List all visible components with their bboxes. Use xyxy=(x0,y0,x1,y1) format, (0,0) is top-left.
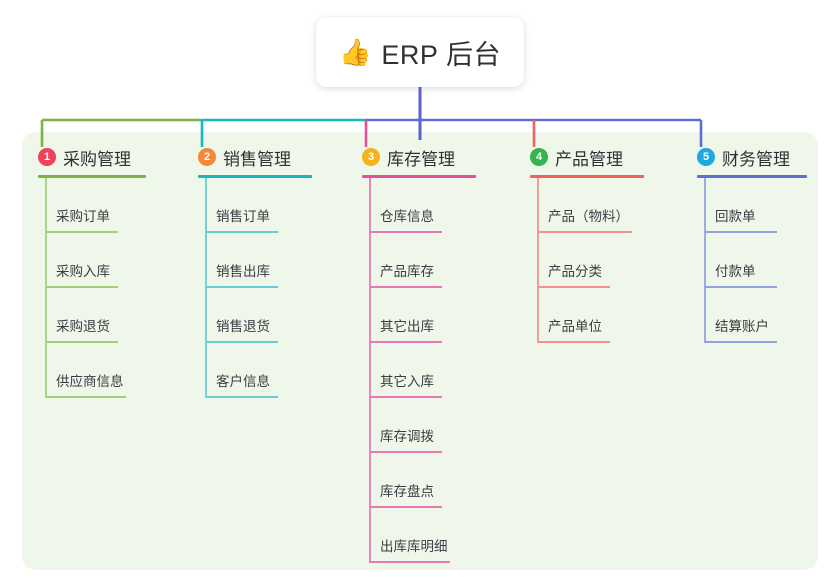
leaf-item[interactable]: 采购入库 xyxy=(38,233,146,288)
column-header-2[interactable]: 2 销售管理 xyxy=(198,145,312,169)
leaf-item[interactable]: 库存调拨 xyxy=(362,398,476,453)
leaf-item[interactable]: 结算账户 xyxy=(697,288,807,343)
leaf-underline xyxy=(46,341,118,343)
leaf-item[interactable]: 销售退货 xyxy=(198,288,312,343)
root-title: ERP 后台 xyxy=(381,39,501,70)
leaf-item[interactable]: 产品单位 xyxy=(530,288,644,343)
column-header-label: 销售管理 xyxy=(223,149,291,169)
leaf-underline xyxy=(705,286,777,288)
leaf-label: 采购入库 xyxy=(56,264,110,279)
leaf-item[interactable]: 销售出库 xyxy=(198,233,312,288)
leaf-item[interactable]: 销售订单 xyxy=(198,178,312,233)
leaf-underline xyxy=(206,231,278,233)
column-badge-3: 3 xyxy=(362,148,380,166)
leaf-label: 产品单位 xyxy=(548,319,602,334)
leaf-underline xyxy=(705,341,777,343)
column-header-3[interactable]: 3 库存管理 xyxy=(362,145,476,169)
leaf-underline xyxy=(370,286,442,288)
leaf-item[interactable]: 其它入库 xyxy=(362,343,476,398)
leaf-item[interactable]: 产品库存 xyxy=(362,233,476,288)
column-header-label: 产品管理 xyxy=(555,149,623,169)
leaf-label: 销售订单 xyxy=(216,209,270,224)
column-header-1[interactable]: 1 采购管理 xyxy=(38,145,146,169)
leaf-item[interactable]: 采购退货 xyxy=(38,288,146,343)
column-badge-1: 1 xyxy=(38,148,56,166)
column-2: 2 销售管理销售订单销售出库销售退货客户信息 xyxy=(198,145,312,398)
leaf-underline xyxy=(206,286,278,288)
leaf-underline xyxy=(46,286,118,288)
leaf-item[interactable]: 付款单 xyxy=(697,233,807,288)
leaf-label: 库存盘点 xyxy=(380,484,434,499)
leaf-label: 供应商信息 xyxy=(56,374,124,389)
leaf-underline xyxy=(370,341,442,343)
column-badge-5: 5 xyxy=(697,148,715,166)
column-underline-1 xyxy=(38,175,146,178)
leaf-item[interactable]: 其它出库 xyxy=(362,288,476,343)
leaf-item[interactable]: 仓库信息 xyxy=(362,178,476,233)
root-node-card[interactable]: 👍 ERP 后台 xyxy=(316,17,524,87)
leaf-underline xyxy=(206,396,278,398)
leaf-underline xyxy=(370,561,450,563)
leaf-list: 销售订单销售出库销售退货客户信息 xyxy=(198,178,312,398)
column-underline-3 xyxy=(362,175,476,178)
leaf-label: 销售退货 xyxy=(216,319,270,334)
leaf-underline xyxy=(705,231,777,233)
leaf-label: 产品库存 xyxy=(380,264,434,279)
leaf-item[interactable]: 产品分类 xyxy=(530,233,644,288)
column-badge-2: 2 xyxy=(198,148,216,166)
column-underline-2 xyxy=(198,175,312,178)
column-header-label: 采购管理 xyxy=(63,149,131,169)
leaf-item[interactable]: 供应商信息 xyxy=(38,343,146,398)
leaf-label: 销售出库 xyxy=(216,264,270,279)
leaf-list: 采购订单采购入库采购退货供应商信息 xyxy=(38,178,146,398)
leaf-item[interactable]: 库存盘点 xyxy=(362,453,476,508)
leaf-label: 仓库信息 xyxy=(380,209,434,224)
leaf-underline xyxy=(538,341,610,343)
leaf-underline xyxy=(46,396,126,398)
leaf-list: 仓库信息产品库存其它出库其它入库库存调拨库存盘点出库库明细 xyxy=(362,178,476,563)
column-1: 1 采购管理采购订单采购入库采购退货供应商信息 xyxy=(38,145,146,398)
column-5: 5 财务管理回款单付款单结算账户 xyxy=(697,145,807,343)
leaf-label: 付款单 xyxy=(715,264,756,279)
leaf-label: 产品（物料） xyxy=(548,209,629,224)
leaf-list: 回款单付款单结算账户 xyxy=(697,178,807,343)
column-header-5[interactable]: 5 财务管理 xyxy=(697,145,807,169)
leaf-label: 客户信息 xyxy=(216,374,270,389)
leaf-underline xyxy=(538,286,610,288)
column-header-label: 库存管理 xyxy=(387,149,455,169)
leaf-underline xyxy=(370,451,442,453)
column-header-label: 财务管理 xyxy=(722,149,790,169)
leaf-label: 结算账户 xyxy=(715,319,769,334)
leaf-label: 其它出库 xyxy=(380,319,434,334)
leaf-item[interactable]: 产品（物料） xyxy=(530,178,644,233)
column-badge-4: 4 xyxy=(530,148,548,166)
leaf-item[interactable]: 客户信息 xyxy=(198,343,312,398)
leaf-label: 采购订单 xyxy=(56,209,110,224)
leaf-label: 采购退货 xyxy=(56,319,110,334)
leaf-underline xyxy=(370,231,442,233)
leaf-underline xyxy=(538,231,632,233)
leaf-item[interactable]: 采购订单 xyxy=(38,178,146,233)
column-underline-4 xyxy=(530,175,644,178)
leaf-label: 产品分类 xyxy=(548,264,602,279)
leaf-underline xyxy=(46,231,118,233)
column-underline-5 xyxy=(697,175,807,178)
leaf-label: 出库库明细 xyxy=(380,539,448,554)
leaf-underline xyxy=(370,396,442,398)
column-header-4[interactable]: 4 产品管理 xyxy=(530,145,644,169)
leaf-list: 产品（物料） 产品分类产品单位 xyxy=(530,178,644,343)
leaf-label: 库存调拨 xyxy=(380,429,434,444)
leaf-label: 其它入库 xyxy=(380,374,434,389)
column-3: 3 库存管理仓库信息产品库存其它出库其它入库库存调拨库存盘点出库库明细 xyxy=(362,145,476,563)
leaf-underline xyxy=(370,506,442,508)
content-panel xyxy=(22,132,818,570)
leaf-label: 回款单 xyxy=(715,209,756,224)
leaf-underline xyxy=(206,341,278,343)
leaf-item[interactable]: 出库库明细 xyxy=(362,508,476,563)
thumbs-up-icon: 👍 xyxy=(339,37,372,67)
leaf-item[interactable]: 回款单 xyxy=(697,178,807,233)
column-4: 4 产品管理产品（物料） 产品分类产品单位 xyxy=(530,145,644,343)
